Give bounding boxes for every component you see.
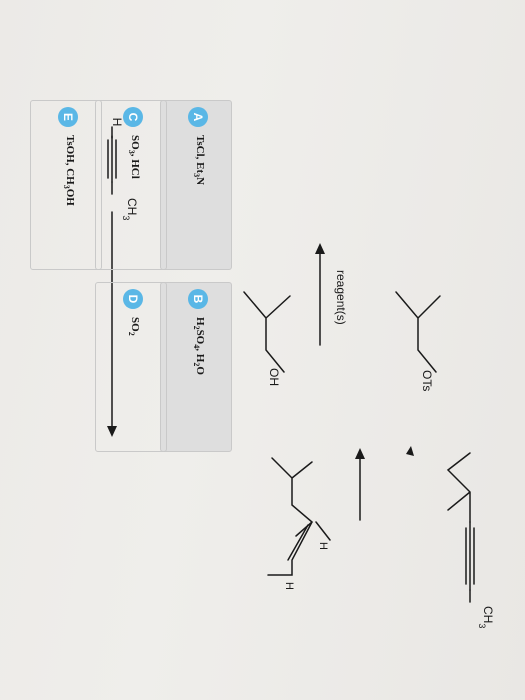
start-methyl-label: CH3 (121, 198, 139, 220)
alkene-double-bond (287, 524, 309, 561)
answer-c-text: SO3, HCl (126, 135, 141, 179)
tosylate-label: OTs (420, 370, 434, 391)
badge-d: D (123, 289, 143, 309)
start-h-label: H (110, 118, 124, 127)
answer-c[interactable]: C SO3, HCl (95, 100, 167, 270)
reagent-arrow-head (315, 243, 325, 254)
answer-a[interactable]: A TsCl, Et3N (160, 100, 232, 270)
stray-cursor-arrow (406, 446, 414, 456)
product-isobutyl (446, 452, 471, 523)
badge-e: E (58, 107, 78, 127)
answer-b-text: H2SO4, H2O (191, 317, 206, 375)
alcohol-skeleton (243, 291, 291, 373)
badge-a: A (188, 107, 208, 127)
answer-e-text: TsOH, CH3OH (61, 135, 76, 206)
answer-d-text: SO2 (126, 317, 141, 336)
alkene-arrow-head (355, 448, 365, 459)
answer-a-text: TsCl, Et3N (191, 135, 206, 186)
badge-c: C (123, 107, 143, 127)
answer-b[interactable]: B H2SO4, H2O (160, 282, 232, 452)
alkene-skeleton (267, 457, 331, 576)
product-methyl-label: CH3 (477, 606, 495, 628)
answer-d[interactable]: D SO2 (95, 282, 167, 452)
product-h2-label: H (283, 582, 295, 590)
main-arrow-head (107, 426, 117, 437)
answer-e[interactable]: E TsOH, CH3OH (30, 100, 102, 270)
product-h1-label: H (317, 542, 329, 550)
reagent-label: reagent(s) (334, 270, 348, 325)
alcohol-label: OH (267, 368, 281, 386)
tosylate-skeleton (395, 291, 441, 373)
badge-b: B (188, 289, 208, 309)
